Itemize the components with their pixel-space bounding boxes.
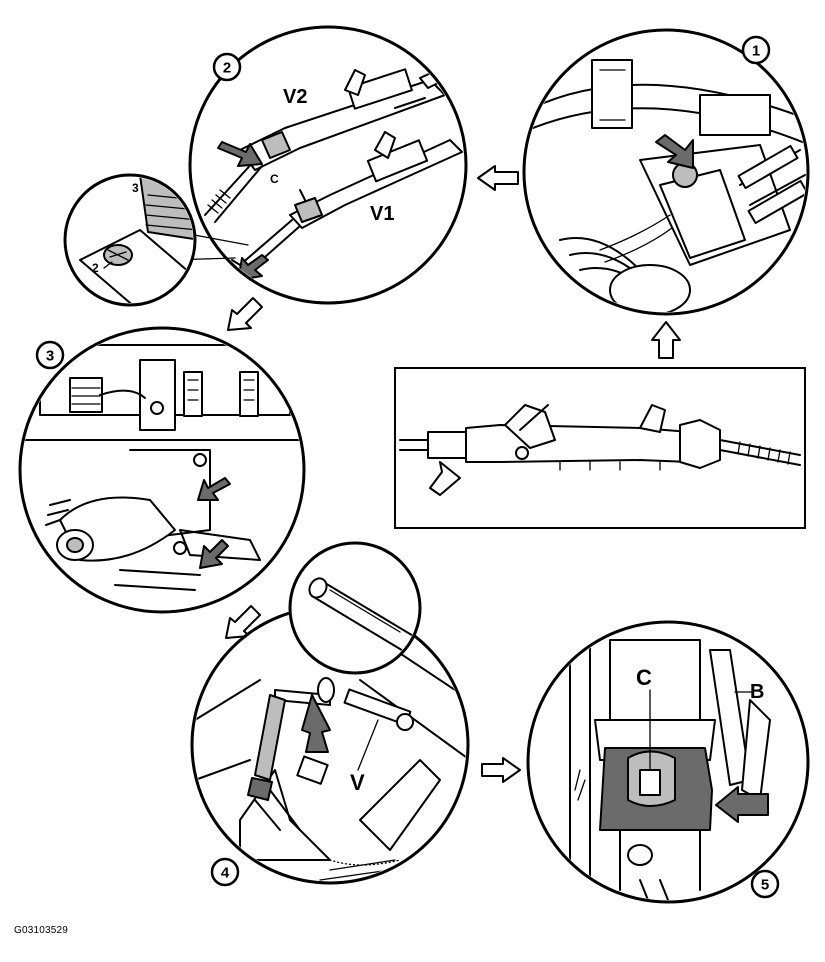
flow-arrow-left — [477, 165, 519, 191]
label-c-small: C — [270, 172, 279, 186]
step-number-5: 5 — [761, 877, 769, 894]
step-number-4: 4 — [221, 865, 230, 882]
label-v: V — [350, 770, 365, 795]
label-v2: V2 — [283, 86, 307, 108]
step-number-2: 2 — [223, 60, 231, 77]
label-detail-2: 2 — [92, 261, 99, 275]
panel-2-steering-column-variants: V2 V1 C 2 — [188, 25, 468, 305]
step-number-3: 3 — [46, 348, 54, 365]
label-b: B — [750, 681, 764, 703]
steering-column-side-view — [394, 367, 806, 529]
panel-5-column-bracket: C B 5 — [526, 620, 810, 904]
step-number-1: 1 — [752, 43, 760, 60]
shaft-end-detail-circle — [288, 541, 422, 675]
panel-1-universal-joint-bolt: 1 — [522, 28, 810, 316]
flow-arrow-down-left-1 — [227, 297, 263, 331]
label-v1: V1 — [370, 203, 394, 225]
panel-4-steering-column-bolt: V 4 — [190, 605, 470, 887]
flow-arrow-up — [651, 321, 681, 359]
flow-arrow-right — [481, 757, 521, 783]
label-detail-3: 3 — [132, 181, 139, 195]
panel-3-column-mounting: 3 — [18, 326, 306, 614]
label-c: C — [636, 665, 652, 690]
figure-id: G03103529 — [14, 925, 69, 936]
